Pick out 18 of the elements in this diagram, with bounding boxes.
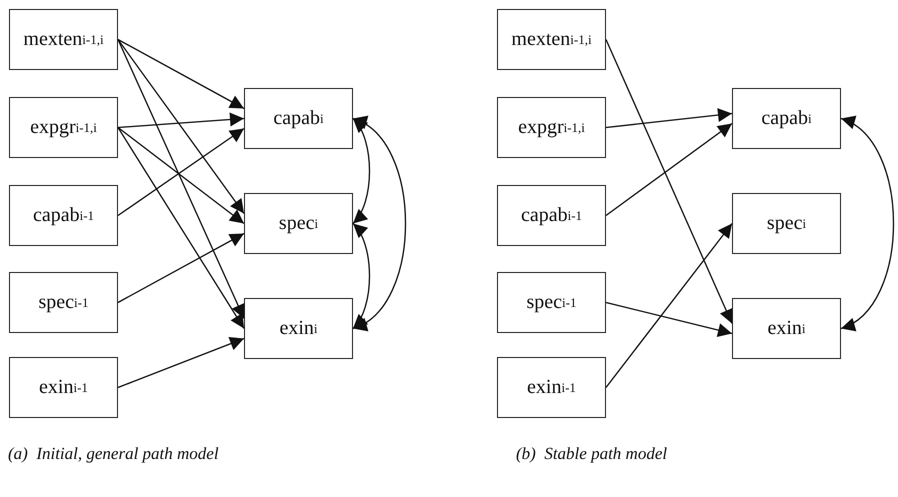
arrow: [117, 127, 245, 329]
arrow: [118, 112, 244, 128]
arrow: [606, 302, 732, 337]
double-headed-arrow: [840, 118, 894, 330]
arrow: [605, 39, 733, 324]
panel-caption: (b) Stable path model: [516, 444, 668, 464]
arrow: [118, 232, 244, 304]
double-headed-arrow: [352, 118, 370, 224]
double-headed-arrow: [352, 223, 370, 329]
arrow: [606, 122, 732, 216]
arrow: [118, 38, 244, 110]
arrow: [117, 39, 245, 214]
arrow: [118, 337, 244, 388]
arrow: [605, 223, 733, 388]
arrow: [606, 108, 732, 128]
panel-caption: (a) Initial, general path model: [8, 444, 219, 464]
double-headed-arrow: [352, 118, 406, 330]
arrow: [117, 39, 245, 319]
